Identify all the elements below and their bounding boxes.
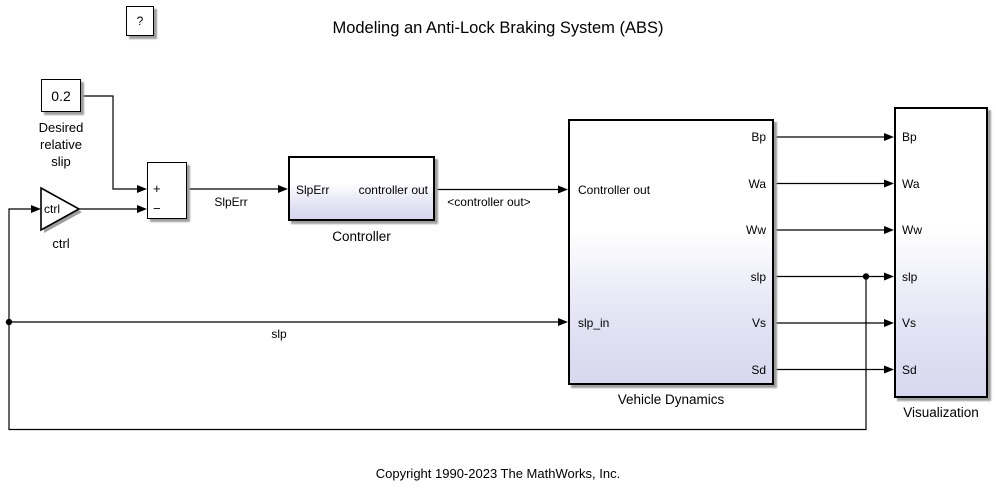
wire-sum-to-controller[interactable] xyxy=(187,185,288,193)
vis-input-ww: Ww xyxy=(902,223,922,237)
vis-input-bp: Bp xyxy=(902,130,917,144)
wire-label-slperr: SlpErr xyxy=(214,195,248,209)
constant-block-desired-slip[interactable]: 0.2 xyxy=(41,79,81,112)
controller-block[interactable]: SlpErr controller out Controller xyxy=(288,156,435,244)
vd-output-sd: Sd xyxy=(751,363,766,377)
wire-vs[interactable] xyxy=(774,319,894,327)
gain-block-ctrl[interactable] xyxy=(40,186,82,233)
wire-label-controller-out: <controller out> xyxy=(447,195,531,209)
vd-output-vs: Vs xyxy=(751,316,766,330)
vis-input-sd: Sd xyxy=(902,363,917,377)
sum-block[interactable]: + − xyxy=(147,162,187,219)
wire-label-slp: slp xyxy=(271,327,287,341)
vis-input-wa: Wa xyxy=(902,177,920,191)
wire-slp-to-visualization[interactable] xyxy=(774,272,894,281)
wire-ww[interactable] xyxy=(774,226,894,234)
visualization-block-label: Visualization xyxy=(903,405,979,420)
copyright-text: Copyright 1990-2023 The MathWorks, Inc. xyxy=(375,466,621,481)
vis-input-slp: slp xyxy=(902,270,918,284)
visualization-block[interactable]: Bp Wa Ww slp Vs Sd Visualization xyxy=(894,107,988,420)
wire-wa[interactable] xyxy=(774,179,894,188)
gain-block-label: ctrl xyxy=(52,236,70,251)
vd-output-bp: Bp xyxy=(751,130,766,144)
controller-output-port-label: controller out xyxy=(358,183,428,197)
vd-output-ww: Ww xyxy=(746,223,766,237)
vd-output-slp: slp xyxy=(750,270,766,284)
sum-plus-sign: + xyxy=(153,181,161,196)
wire-bp[interactable] xyxy=(774,133,894,141)
help-block-label: ? xyxy=(136,14,144,28)
wire-constant-to-sum[interactable] xyxy=(81,95,147,193)
vd-input-slp-in: slp_in xyxy=(578,316,610,330)
wire-sd[interactable] xyxy=(774,365,894,374)
vis-input-vs: Vs xyxy=(902,316,917,330)
controller-input-port-label: SlpErr xyxy=(296,183,330,197)
sum-minus-sign: − xyxy=(153,201,161,216)
wire-controller-to-vehicle-dynamics[interactable] xyxy=(435,185,568,194)
wire-slp-feedback-to-gain[interactable] xyxy=(8,205,867,431)
controller-block-label: Controller xyxy=(332,229,391,244)
wire-gain-to-sum[interactable] xyxy=(79,205,147,213)
wire-slp-feedback-to-slp-in[interactable] xyxy=(5,318,568,326)
vd-output-wa: Wa xyxy=(748,177,766,191)
constant-block-label: Desired relative slip xyxy=(38,120,84,169)
gain-block-text: ctrl xyxy=(44,202,60,216)
vehicle-dynamics-block[interactable]: Controller out slp_in Bp Wa Ww slp Vs Sd… xyxy=(568,119,774,407)
constant-value: 0.2 xyxy=(51,87,71,104)
vehicle-dynamics-block-label: Vehicle Dynamics xyxy=(617,392,725,407)
help-block[interactable]: ? xyxy=(126,6,154,36)
model-title: Modeling an Anti-Lock Braking System (AB… xyxy=(332,19,664,37)
vd-input-controller-out: Controller out xyxy=(578,183,651,197)
